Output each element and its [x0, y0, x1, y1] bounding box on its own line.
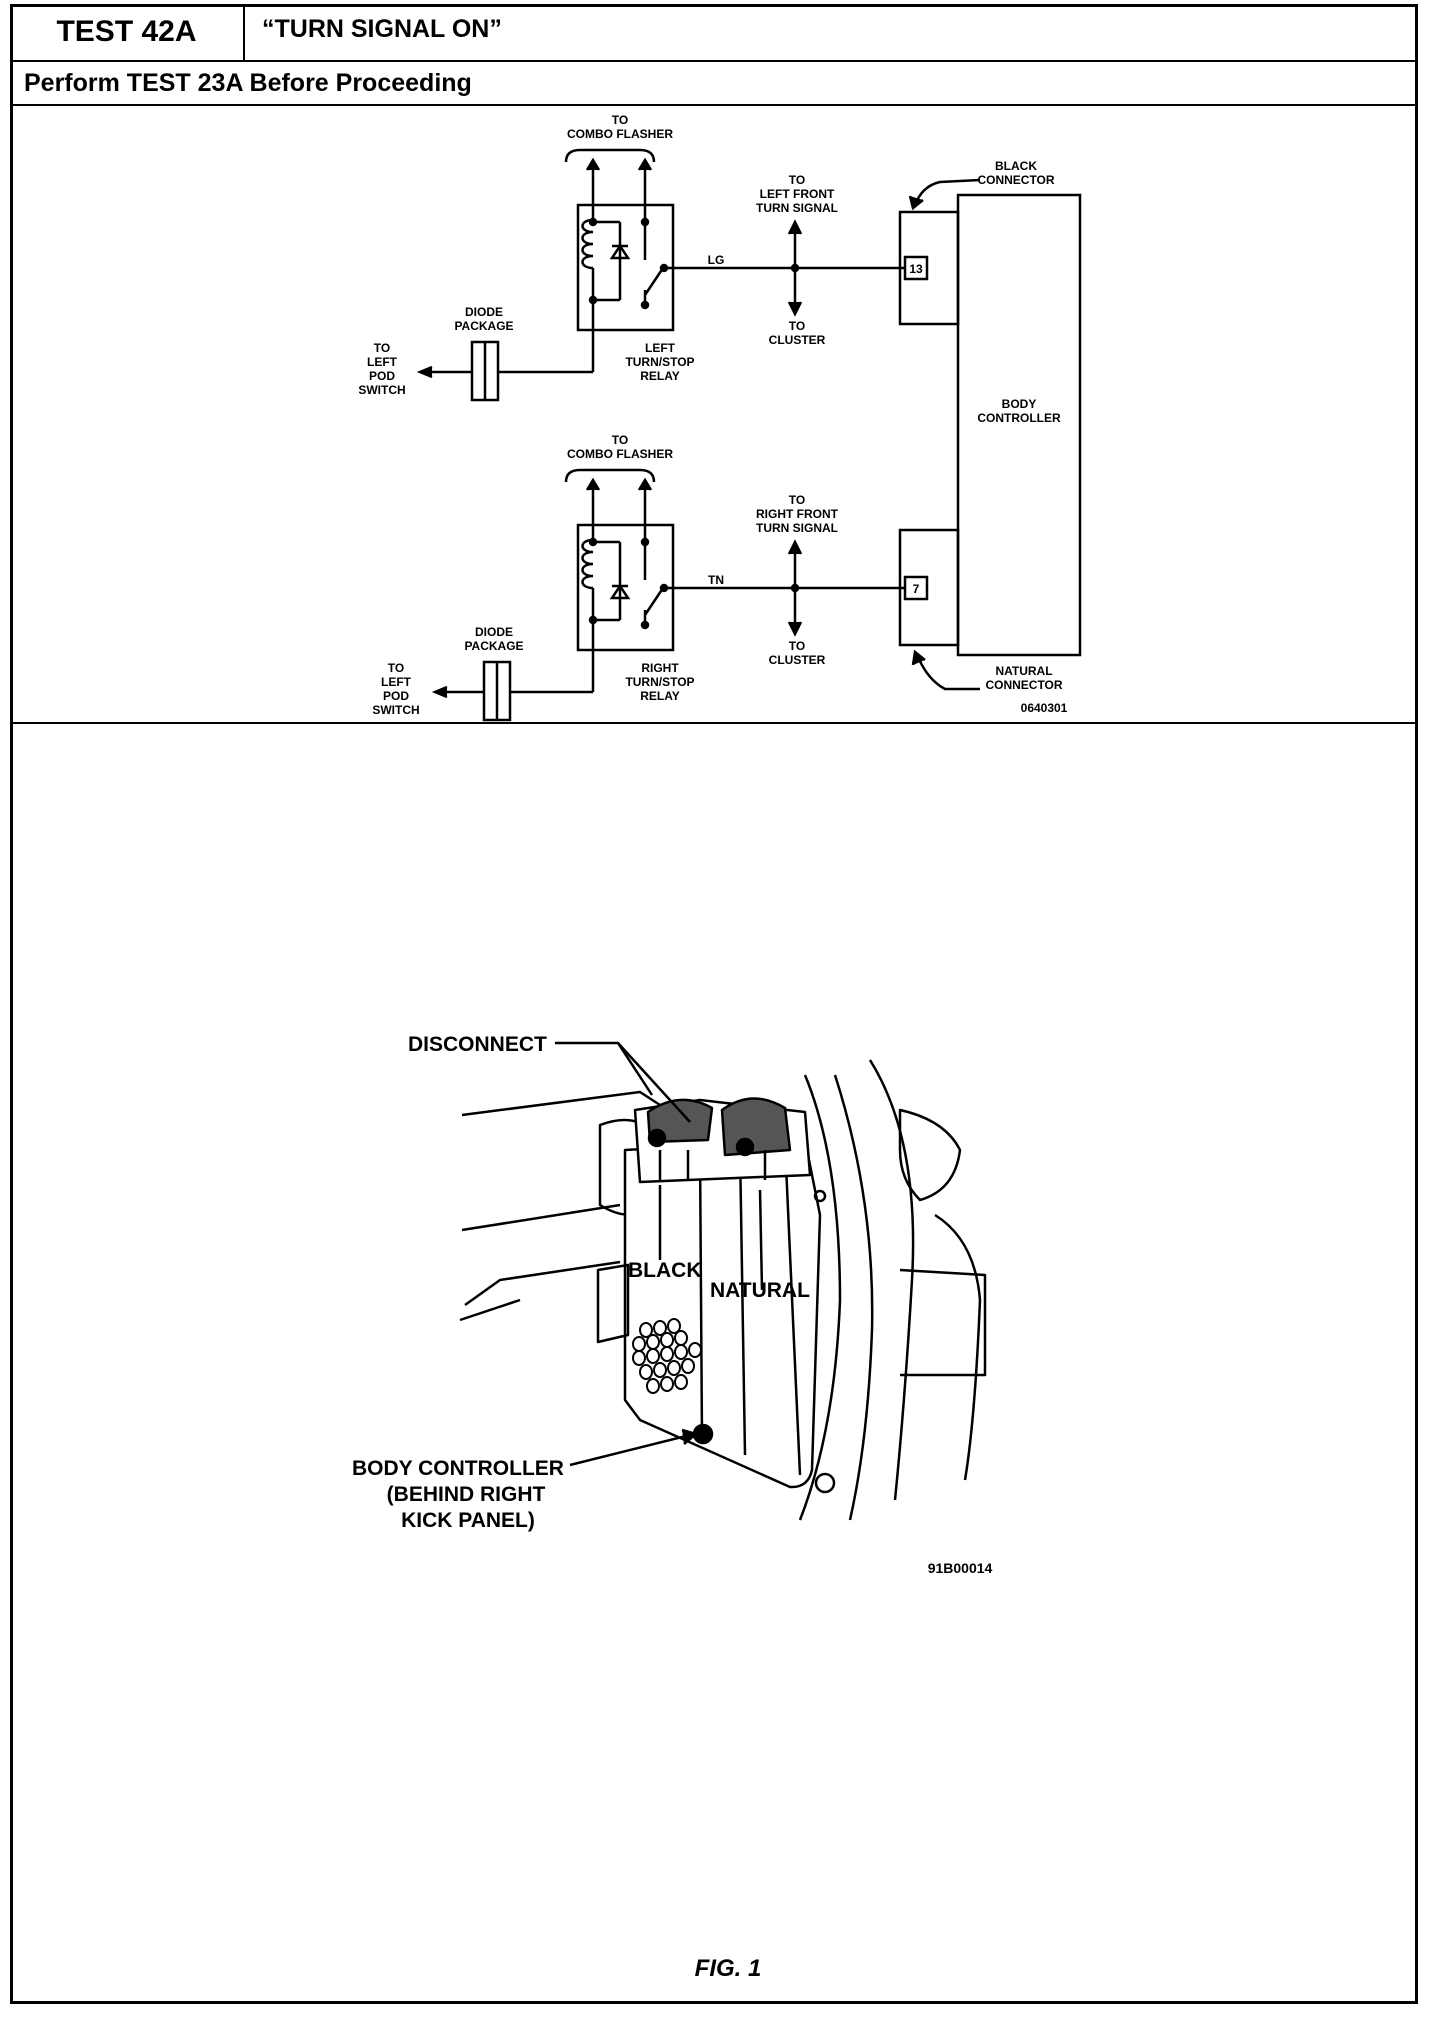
left-pod-switch-label-2: LEFT	[367, 355, 398, 369]
left-combo-flasher-label-1: TO	[612, 113, 628, 127]
right-relay-label-3: RELAY	[640, 689, 680, 703]
right-front-signal-label-2: RIGHT FRONT	[756, 507, 839, 521]
figure-caption: FIG. 1	[694, 1955, 762, 1982]
left-combo-flasher-label-2: COMBO FLASHER	[567, 127, 673, 141]
body-controller-label-2: CONTROLLER	[977, 411, 1061, 425]
body-controller-label-1: BODY CONTROLLER	[352, 1457, 564, 1480]
natural-connector	[898, 528, 960, 647]
natural-connector-label-1: NATURAL	[995, 664, 1052, 678]
left-relay-label-2: TURN/STOP	[625, 355, 694, 369]
body-controller-box	[956, 193, 1082, 657]
body-controller-label-1: BODY	[1002, 397, 1037, 411]
left-relay	[498, 148, 675, 374]
prerequisite-note: Perform TEST 23A Before Proceeding	[10, 62, 1418, 106]
right-diode-label-2: PACKAGE	[464, 639, 523, 653]
disconnect-label: DISCONNECT	[408, 1033, 547, 1056]
test-title: “TURN SIGNAL ON”	[262, 15, 502, 43]
diagram-code: 0640301	[1021, 701, 1068, 715]
right-pod-switch-label-3: POD	[383, 689, 409, 703]
right-pod-switch-label-1: TO	[388, 661, 404, 675]
natural-label: NATURAL	[710, 1279, 810, 1302]
left-front-signal-label-2: LEFT FRONT	[760, 187, 835, 201]
left-front-signal-label-3: TURN SIGNAL	[756, 201, 838, 215]
black-connector-label-2: CONNECTOR	[977, 173, 1054, 187]
left-relay-label-1: LEFT	[645, 341, 676, 355]
left-wire-color: LG	[708, 253, 725, 267]
black-connector-pin: 13	[909, 262, 923, 276]
body-controller-label-2: (BEHIND RIGHT	[387, 1483, 546, 1506]
left-diode-label-1: DIODE	[465, 305, 503, 319]
right-cluster-label-2: CLUSTER	[769, 653, 826, 667]
test-id: TEST 42A	[10, 4, 245, 60]
wiring-diagram: TO COMBO FLASHER TO LEFT FRONT TURN SIGN…	[358, 113, 1082, 722]
right-wire-color: TN	[708, 573, 724, 587]
right-pod-switch-label-2: LEFT	[381, 675, 412, 689]
header-row: TEST 42A “TURN SIGNAL ON”	[10, 4, 1418, 62]
black-connector-label-1: BLACK	[995, 159, 1037, 173]
left-pod-switch-label-4: SWITCH	[358, 383, 405, 397]
left-diode-label-2: PACKAGE	[454, 319, 513, 333]
left-pod-switch-label-1: TO	[374, 341, 390, 355]
right-combo-flasher-label-2: COMBO FLASHER	[567, 447, 673, 461]
illustration-code: 91B00014	[928, 1560, 993, 1576]
section-divider	[10, 722, 1418, 724]
body-controller-illustration: DISCONNECT BLACK NATURAL BODY CONTROLLER…	[352, 1033, 993, 1576]
left-relay-label-3: RELAY	[640, 369, 680, 383]
right-cluster-label-1: TO	[789, 639, 805, 653]
natural-connector-label-2: CONNECTOR	[985, 678, 1062, 692]
left-cluster-label-2: CLUSTER	[769, 333, 826, 347]
black-connector	[898, 210, 960, 326]
right-relay-label-2: TURN/STOP	[625, 675, 694, 689]
page-frame	[10, 4, 1418, 2004]
natural-connector-pin: 7	[913, 582, 920, 596]
right-relay	[510, 468, 675, 694]
left-cluster-label-1: TO	[789, 319, 805, 333]
left-front-signal-label-1: TO	[789, 173, 805, 187]
right-front-signal-label-3: TURN SIGNAL	[756, 521, 838, 535]
right-diode-label-1: DIODE	[475, 625, 513, 639]
right-relay-label-1: RIGHT	[641, 661, 679, 675]
left-pod-switch-label-3: POD	[369, 369, 395, 383]
right-combo-flasher-label-1: TO	[612, 433, 628, 447]
right-front-signal-label-1: TO	[789, 493, 805, 507]
body-controller-label-3: KICK PANEL)	[401, 1509, 535, 1532]
right-pod-switch-label-4: SWITCH	[372, 703, 419, 717]
black-label: BLACK	[628, 1259, 702, 1282]
